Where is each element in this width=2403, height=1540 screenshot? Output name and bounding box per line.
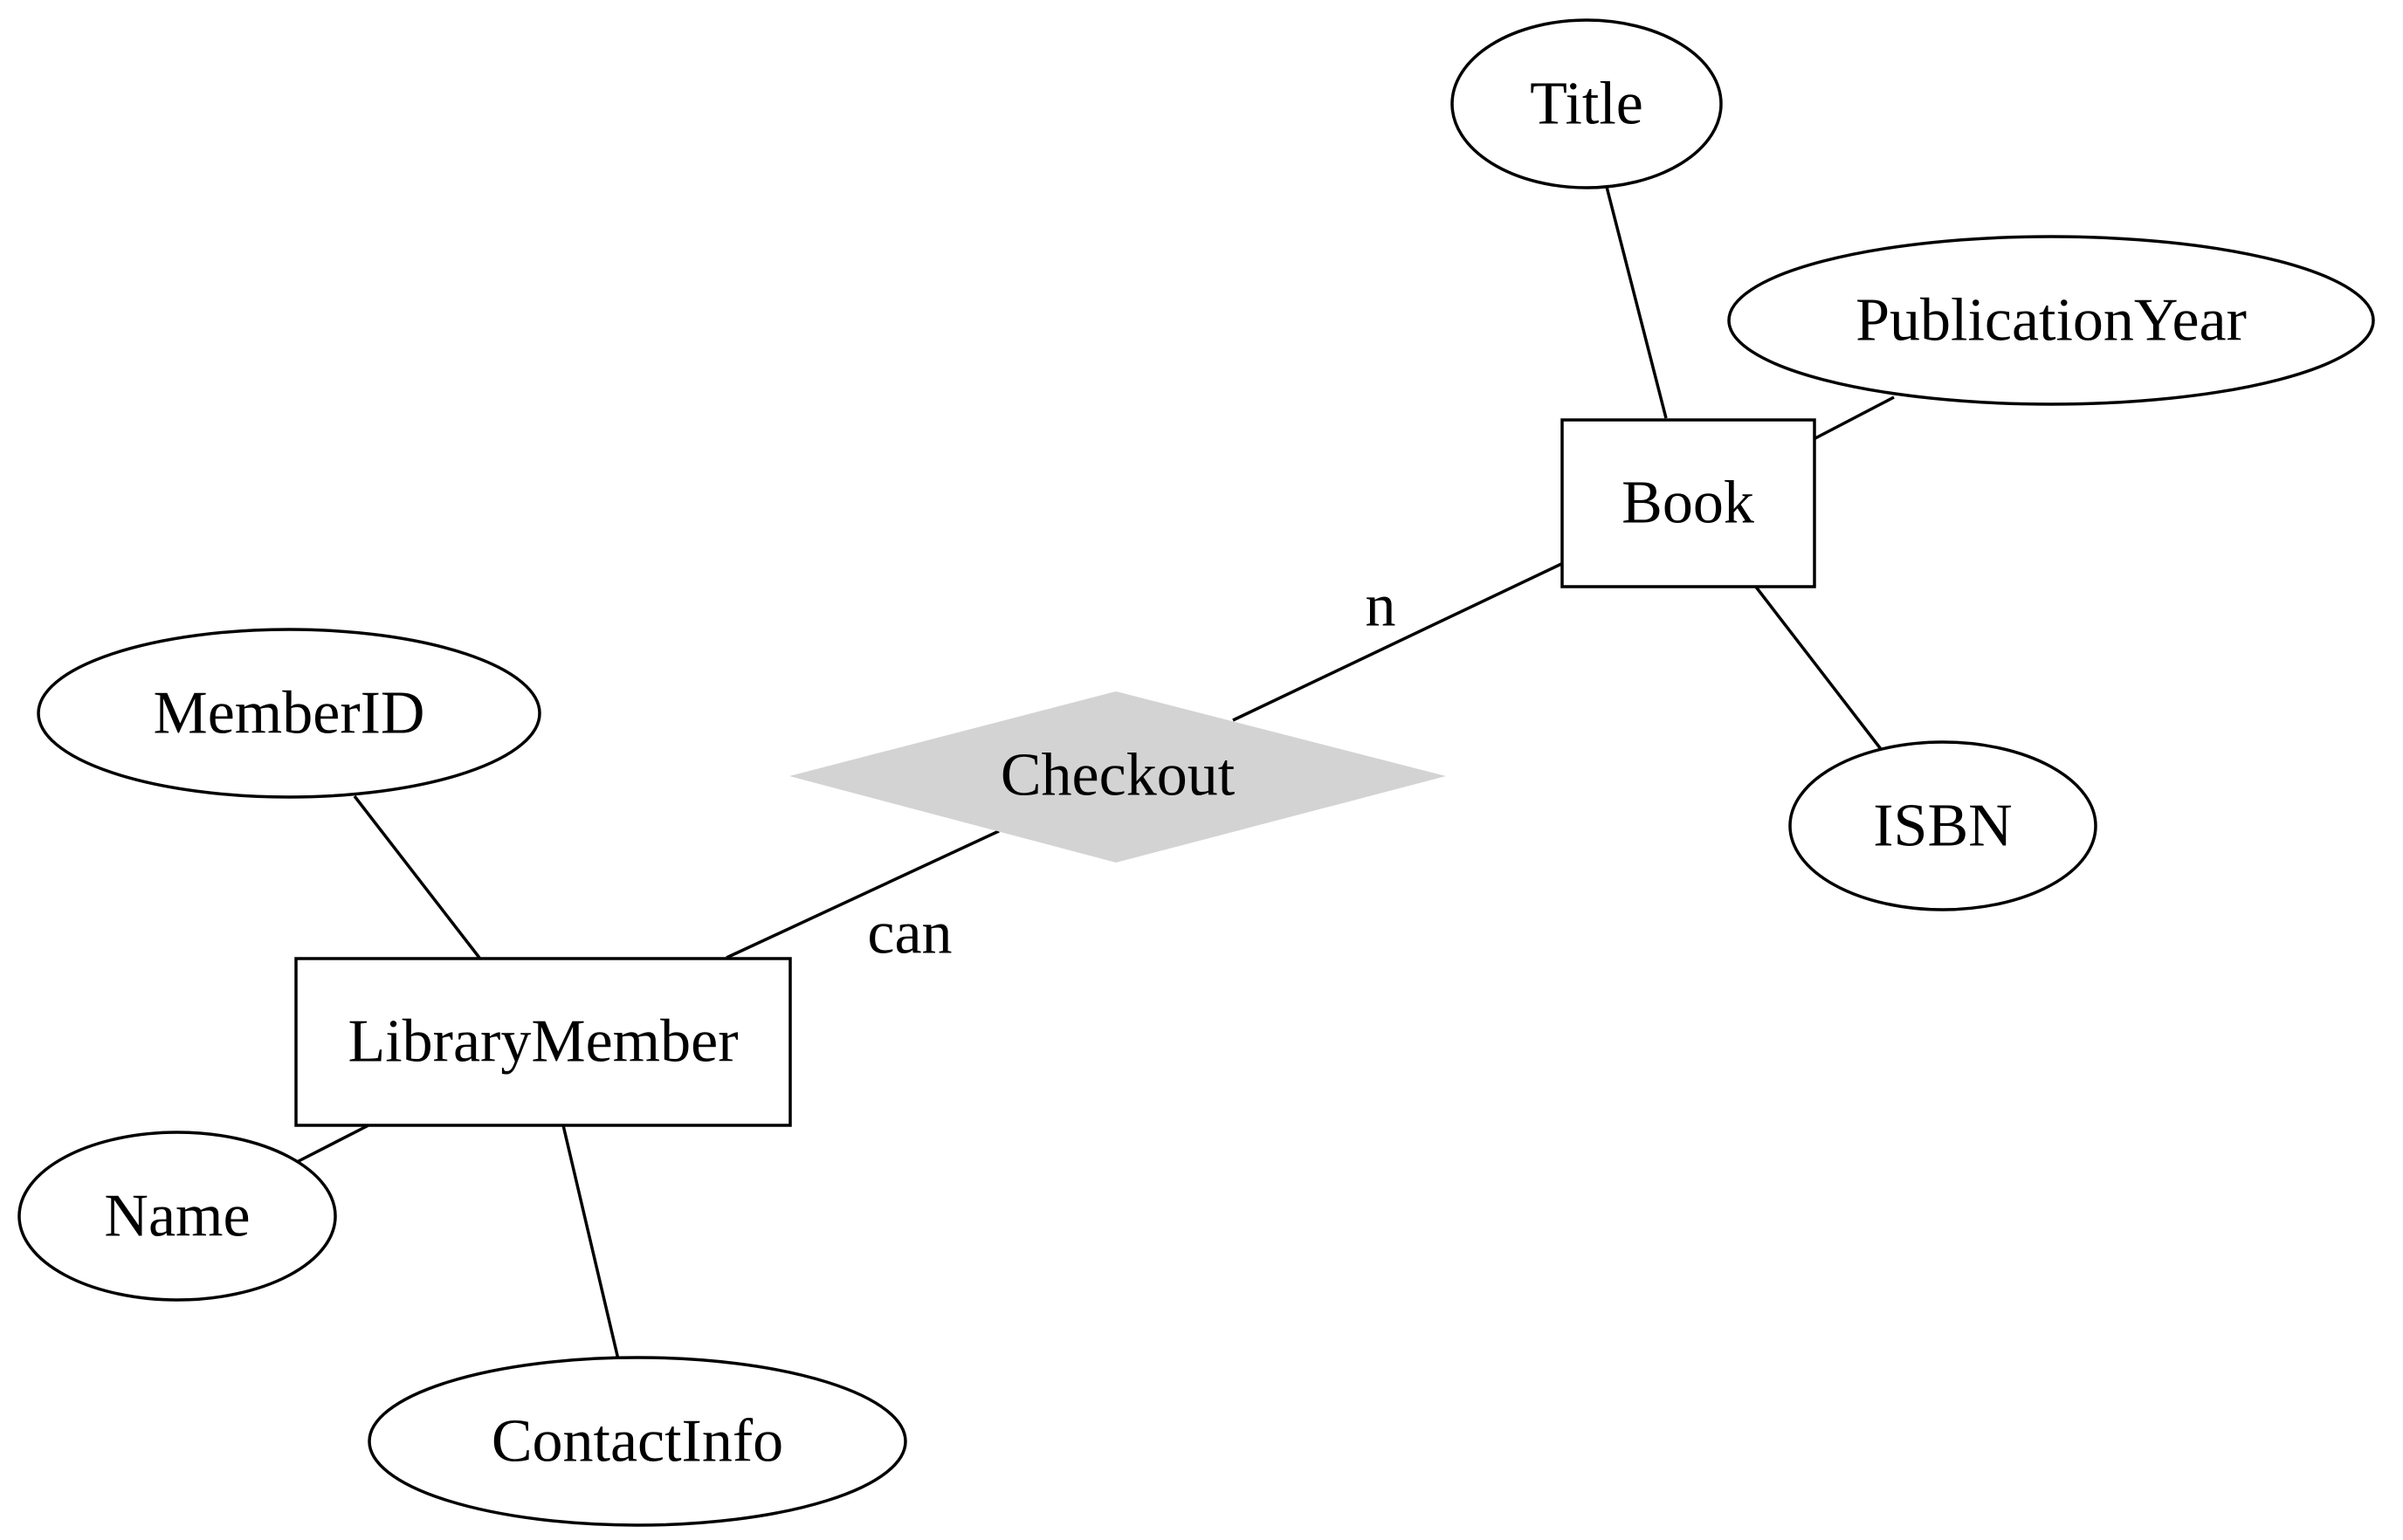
relationship-checkout-label: Checkout bbox=[1001, 742, 1236, 809]
attribute-publication-year-label: PublicationYear bbox=[1856, 287, 2247, 354]
edges bbox=[296, 186, 1895, 1360]
edge-book-isbn bbox=[1753, 584, 1883, 751]
attribute-title: Title bbox=[1450, 18, 1723, 189]
attribute-isbn-label: ISBN bbox=[1873, 793, 2012, 860]
edge-label-member-side: can bbox=[867, 900, 952, 967]
entity-book: Book bbox=[1560, 418, 1816, 588]
attribute-member-id: MemberID bbox=[37, 628, 541, 799]
edge-book-checkout bbox=[1232, 562, 1562, 722]
edge-publicationyear-book bbox=[1813, 395, 1895, 441]
entity-library-member: LibraryMember bbox=[294, 957, 792, 1127]
attribute-name-label: Name bbox=[104, 1183, 250, 1250]
entity-book-label: Book bbox=[1622, 470, 1754, 537]
entity-library-member-label: LibraryMember bbox=[348, 1008, 738, 1076]
relationship-checkout: Checkout bbox=[789, 691, 1446, 863]
attribute-contact-info: ContactInfo bbox=[368, 1356, 907, 1527]
attribute-publication-year: PublicationYear bbox=[1727, 235, 2375, 406]
edge-checkout-librarymember bbox=[726, 829, 1000, 959]
edge-label-book-side: n bbox=[1366, 573, 1396, 640]
attribute-member-id-label: MemberID bbox=[153, 680, 424, 747]
attribute-contact-info-label: ContactInfo bbox=[492, 1408, 783, 1475]
attribute-isbn: ISBN bbox=[1788, 740, 2097, 911]
attribute-title-label: Title bbox=[1530, 71, 1643, 138]
attribute-name: Name bbox=[17, 1131, 337, 1302]
edge-title-book bbox=[1605, 186, 1668, 419]
edge-librarymember-contactinfo bbox=[561, 1124, 620, 1360]
edge-memberid-librarymember bbox=[353, 794, 481, 959]
edge-librarymember-name bbox=[296, 1124, 369, 1164]
